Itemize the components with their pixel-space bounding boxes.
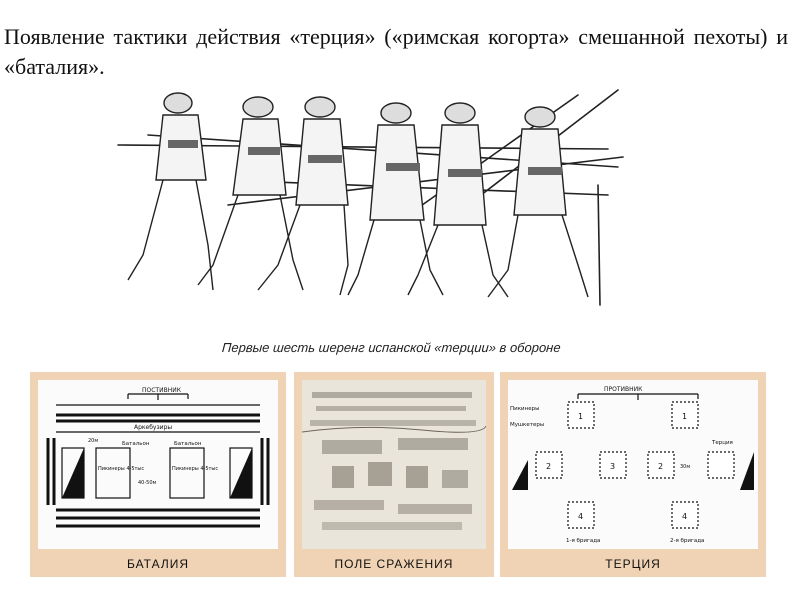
slide-title: Появление тактики действия «терция» («ри… [4,22,788,82]
arquebusiers-label: Аркебузиры [134,424,172,431]
batalia-label: БАТАЛИЯ [30,557,286,571]
square-1b-number: 1 [682,412,687,421]
tercio-label: ТЕРЦИЯ [500,557,766,571]
battlefield-engraving-image [302,380,486,549]
batalia-panel: ПОСТИВНИК Аркебузиры Батальон Батальон П… [30,372,286,577]
battlefield-label: ПОЛЕ СРАЖЕНИЯ [294,557,494,571]
musketeers-label: Мушкетеры [510,422,544,428]
right-pikes-label: Пикинеры 4-5тыс [172,466,218,472]
square-2a-number: 2 [546,462,551,471]
distance-mid-label: 40-50м [138,480,157,486]
square-4a-number: 4 [578,512,583,521]
tercio-header: ПРОТИВНИК [604,386,643,393]
brigade-2-label: 2-я бригада [670,538,704,544]
square-1a-number: 1 [578,412,583,421]
battlefield-panel: ПОЛЕ СРАЖЕНИЯ [294,372,494,577]
distance-top-label: 20м [88,438,98,444]
illustration-caption: Первые шесть шеренг испанской «терции» в… [221,340,561,355]
tercio-diagram: ПРОТИВНИК Пикинеры Мушкетеры Терция 30м … [508,380,758,549]
tercio-panel: ПРОТИВНИК Пикинеры Мушкетеры Терция 30м … [500,372,766,577]
right-unit-label: Батальон [174,441,202,447]
brigade-1-label: 1-я бригада [566,538,600,544]
pikemen-drawing-image [108,85,628,317]
batalia-header: ПОСТИВНИК [142,387,182,394]
batalia-diagram: ПОСТИВНИК Аркебузиры Батальон Батальон П… [38,380,278,549]
tercio-right-label: Терция [711,440,733,446]
tercio-distance-label: 30м [680,464,690,470]
pikemen-label: Пикинеры [510,406,539,412]
left-pikes-label: Пикинеры 4-5тыс [98,466,144,472]
left-unit-label: Батальон [122,441,150,447]
square-2b-number: 2 [658,462,663,471]
square-3-number: 3 [610,462,615,471]
square-4b-number: 4 [682,512,687,521]
